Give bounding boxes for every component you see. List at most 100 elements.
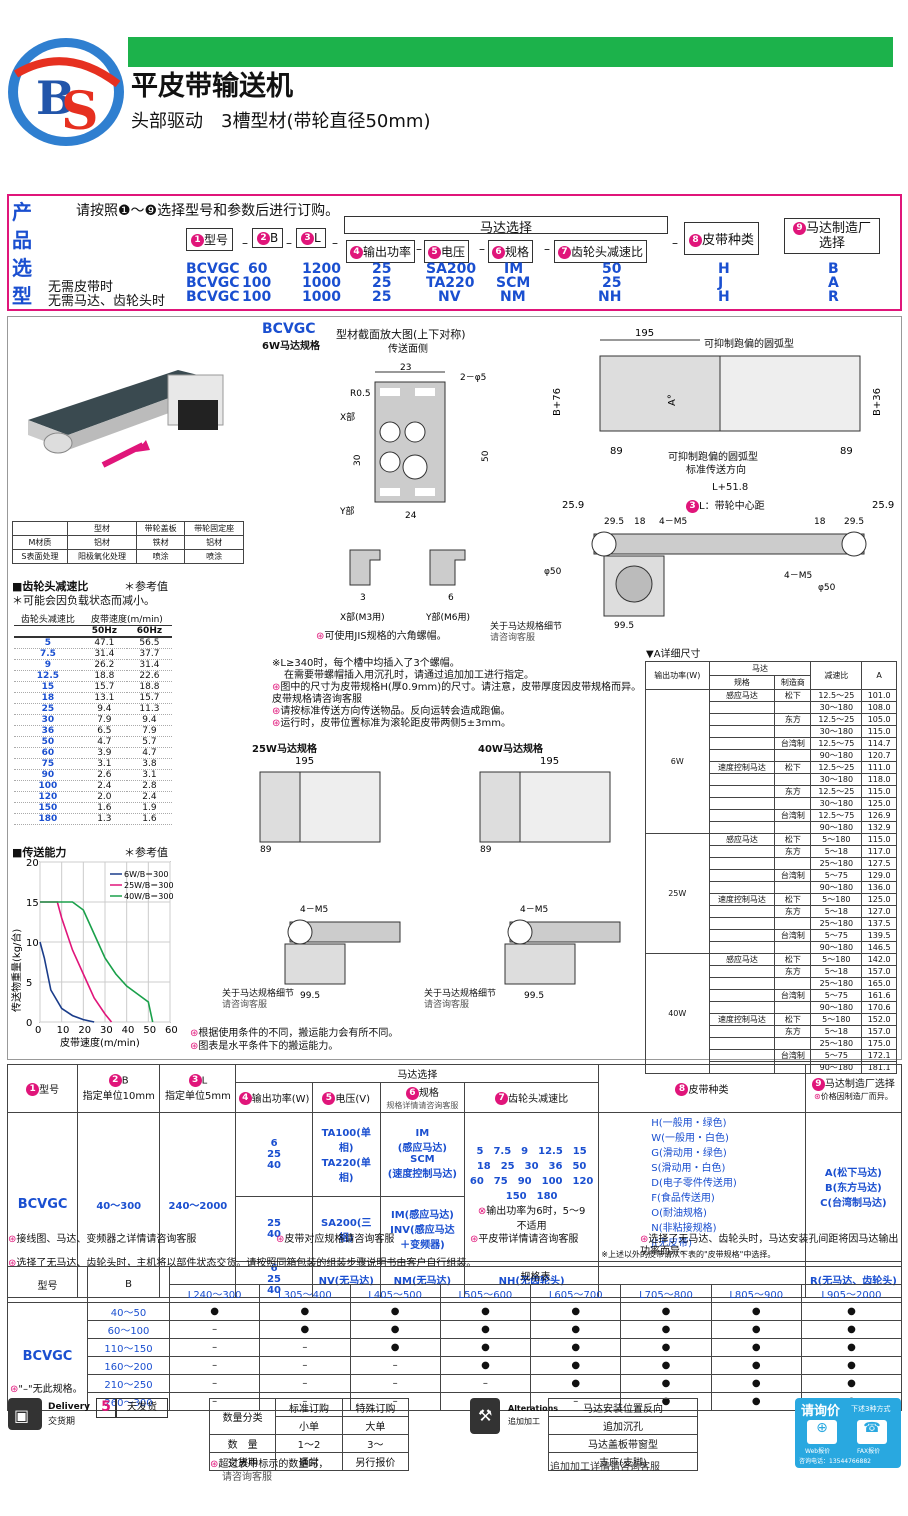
spec-row: 110～150––●●●●●● xyxy=(8,1338,903,1357)
svg-text:2－φ5: 2－φ5 xyxy=(460,373,486,383)
svg-text:50: 50 xyxy=(481,450,491,462)
svg-text:4－M5: 4－M5 xyxy=(784,571,812,581)
y-tick-label: 10 xyxy=(26,938,39,949)
svg-text:4－M5: 4－M5 xyxy=(659,517,687,527)
x-tick-label: 60 xyxy=(165,1025,178,1036)
speed-note: ＊可能会因负载状态而减小。 xyxy=(12,594,155,607)
w40-detail: 关于马达规格细节请咨询客服 xyxy=(424,989,497,1010)
selection-instruction: 请按照❶～❾选择型号和参数后进行订购。 xyxy=(76,203,340,219)
x-tick-label: 40 xyxy=(122,1025,135,1036)
drawing-notes: ※L≥340时，每个槽中均插入了3个螺帽。 在需要带螺帽插入用沉孔时，请通过追加… xyxy=(272,658,642,729)
arc-note-2: 可抑制跑偏的圆弧型 xyxy=(668,452,758,463)
selection-side-label: 产品选型 xyxy=(12,200,32,308)
adetail-title: ▼A详细尺寸 xyxy=(646,649,701,660)
order-notes: ⊛接线图、马达、变频器之详情请咨询客服 ⊛皮带对应规格请咨询客服 ⊛平皮带详情请… xyxy=(8,1234,899,1269)
svg-text:89: 89 xyxy=(260,845,272,855)
x-axis-label: 皮带速度(m/min) xyxy=(60,1036,140,1049)
y-tick-label: 5 xyxy=(26,978,32,989)
x-tick-label: 30 xyxy=(100,1025,113,1036)
legend-label: 25W/B＝300 xyxy=(124,881,174,890)
series-line xyxy=(39,941,95,1023)
svg-text:X部(M3用): X部(M3用) xyxy=(340,611,385,623)
x-tick-label: 0 xyxy=(35,1025,41,1036)
y-tick-label: 15 xyxy=(26,898,39,909)
w40-label: 40W马达规格 xyxy=(478,744,543,755)
svg-text:29.5: 29.5 xyxy=(604,517,624,527)
web-quote-button[interactable]: ⊕ xyxy=(807,1420,837,1444)
svg-text:φ50: φ50 xyxy=(544,567,562,577)
truck-icon: ▣ xyxy=(14,1406,30,1425)
y-tick-label: 0 xyxy=(26,1018,32,1029)
svg-text:89: 89 xyxy=(840,446,853,457)
svg-text:89: 89 xyxy=(480,845,492,855)
svg-text:S: S xyxy=(61,81,99,142)
note-no-motor: 无需马达、齿轮头时 xyxy=(48,294,166,309)
svg-text:R0.5: R0.5 xyxy=(350,389,371,399)
svg-text:99.5: 99.5 xyxy=(524,991,544,1001)
section-drawing: 23 R0.5 X部 Y部 2－φ5 30 50 24 xyxy=(339,363,491,521)
section-title: 型材截面放大图(上下对称) xyxy=(336,328,466,341)
svg-text:25.9: 25.9 xyxy=(872,500,894,511)
alterations-box: ⚒ Alterations 追加加工 马达安装位置反向 追加沉孔 马达盖板带窗型… xyxy=(470,1398,700,1473)
top-view: 195 A° B+76 B+36 89 89 xyxy=(552,328,883,457)
svg-text:6: 6 xyxy=(448,593,454,603)
x-tick-label: 10 xyxy=(57,1025,70,1036)
svg-text:3: 3 xyxy=(360,593,366,603)
material-table: 型材带轮盖板带轮固定座 M材质铝材铁材铝材 S表面处理阳极氧化处理喷涂喷涂 xyxy=(12,521,244,564)
svg-text:25.9: 25.9 xyxy=(562,500,584,511)
fax-quote-button[interactable]: ☎ xyxy=(857,1420,887,1444)
speed-title: ■齿轮头减速比 xyxy=(12,580,89,593)
svg-text:195: 195 xyxy=(540,756,559,767)
svg-text:X部: X部 xyxy=(340,411,355,423)
svg-text:B: B xyxy=(36,71,75,125)
svg-text:24: 24 xyxy=(405,511,417,521)
svg-text:φ50: φ50 xyxy=(818,583,836,593)
xy-detail: 3 6 X部(M3用) Y部(M6用) xyxy=(340,549,470,623)
conv-face: 传送面侧 xyxy=(388,344,428,355)
svg-text:B+36: B+36 xyxy=(872,388,883,416)
svg-text:195: 195 xyxy=(295,756,314,767)
w25-detail: 关于马达规格细节请咨询客服 xyxy=(222,989,295,1010)
selection-panel xyxy=(7,194,902,311)
svg-text:4－M5: 4－M5 xyxy=(300,905,328,915)
w40-drawing: 195 89 4－M5 99.5 xyxy=(479,756,621,1001)
x-tick-label: 50 xyxy=(143,1025,156,1036)
svg-text:A°: A° xyxy=(667,394,678,406)
note-no-belt: 无需皮带时 xyxy=(48,280,114,295)
svg-text:Y部(M6用): Y部(M6用) xyxy=(425,611,470,623)
